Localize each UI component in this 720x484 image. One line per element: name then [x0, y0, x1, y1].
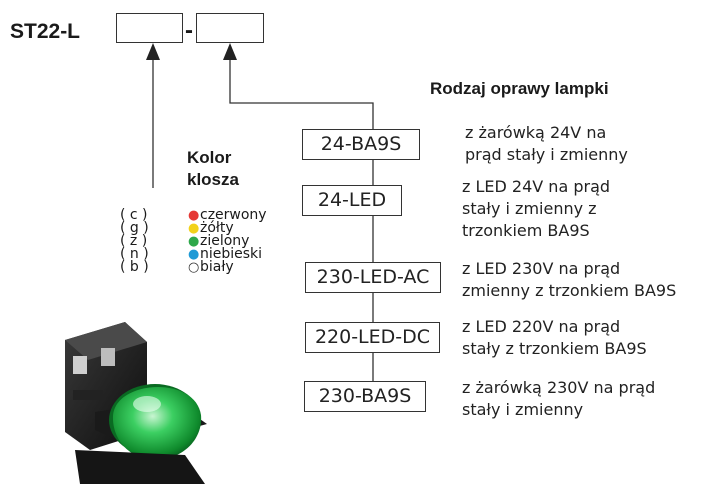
holder-code-230-led-ac: 230-LED-AC: [305, 262, 441, 293]
color-name: żółty: [200, 220, 234, 236]
arrow-up-icon: [223, 43, 237, 60]
color-name: biały: [200, 259, 234, 275]
green-dot-icon: ●: [188, 234, 200, 249]
holder-code-24-ba9s: 24-BA9S: [302, 129, 420, 160]
blue-dot-icon: ●: [188, 247, 200, 262]
color-code: ( z ): [120, 233, 148, 249]
lens-color-white: ( b ) ○biały: [120, 259, 267, 275]
color-code-field: [116, 13, 183, 43]
holder-code-220-led-dc: 220-LED-DC: [305, 322, 440, 353]
holder-code-230-ba9s: 230-BA9S: [304, 381, 426, 412]
color-code: ( n ): [120, 246, 149, 262]
color-code: ( b ): [120, 259, 149, 275]
holder-desc-24-ba9s: z żarówką 24V na prąd stały i zmienny: [465, 123, 628, 164]
lens-color-green: ( z ) ●zielony: [120, 233, 267, 249]
code-separator: -: [185, 17, 193, 44]
arrow-up-icon: [146, 43, 160, 60]
product-code: ST22-L: [10, 20, 81, 43]
color-code: ( c ): [120, 207, 148, 223]
lens-color-yellow: ( g ) ●żółty: [120, 220, 267, 236]
white-circle-icon: ○: [188, 260, 200, 275]
color-name: czerwony: [200, 207, 267, 223]
yellow-dot-icon: ●: [188, 221, 200, 236]
lens-color-heading-line2: klosza: [187, 170, 239, 189]
holder-code-24-led: 24-LED: [302, 185, 402, 216]
red-dot-icon: ●: [188, 208, 200, 223]
color-name: zielony: [200, 233, 250, 249]
lens-color-blue: ( n ) ●niebieski: [120, 246, 267, 262]
lamp-holder-heading: Rodzaj oprawy lampki: [430, 79, 609, 98]
holder-desc-24-led: z LED 24V na prąd stały i zmienny z trzo…: [462, 177, 611, 240]
holder-desc-220-led-dc: z LED 220V na prąd stały z trzonkiem BA9…: [462, 317, 647, 358]
holder-desc-230-ba9s: z żarówką 230V na prąd stały i zmienny: [462, 378, 656, 419]
holder-desc-230-led-ac: z LED 230V na prąd zmienny z trzonkiem B…: [462, 259, 677, 300]
lens-color-red: ( c ) ●czerwony: [120, 207, 267, 223]
pilot-lamp-image: [65, 322, 207, 484]
lens-color-heading-line1: Kolor: [187, 148, 232, 167]
holder-code-field: [196, 13, 264, 43]
color-name: niebieski: [200, 246, 263, 262]
lens-color-list: ( c )●czerwony ( g )●żółty ( z )●zielony…: [120, 207, 267, 275]
color-code: ( g ): [120, 220, 149, 236]
